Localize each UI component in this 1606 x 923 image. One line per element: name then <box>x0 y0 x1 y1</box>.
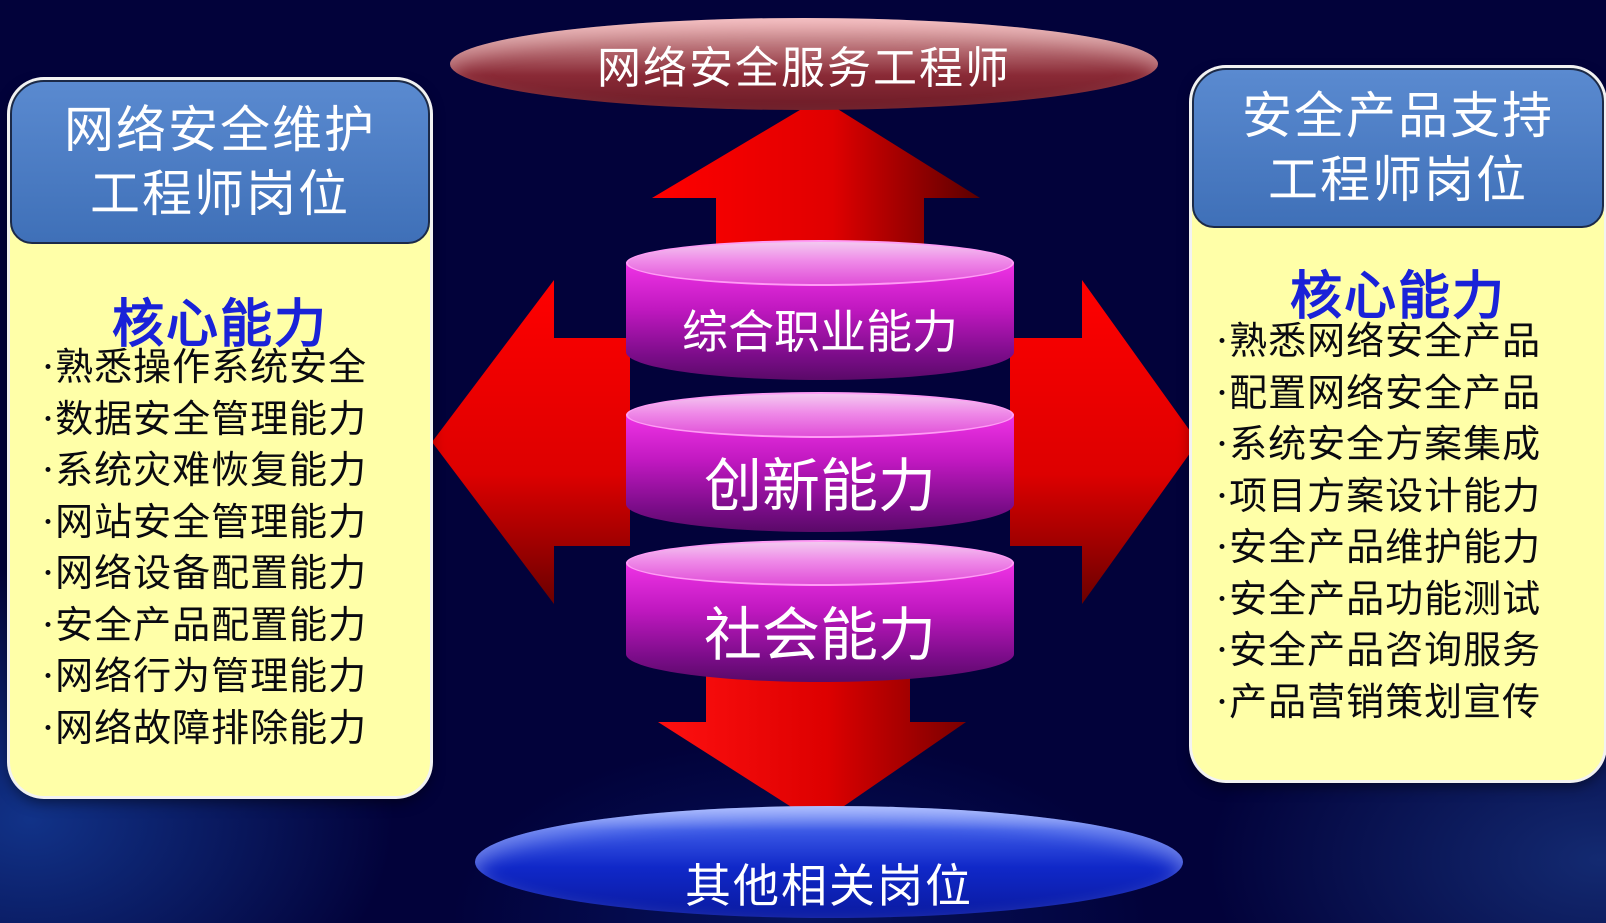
cylinder-label: 综合职业能力 <box>682 305 958 359</box>
list-item: ·网络故障排除能力 <box>42 705 368 750</box>
list-item: ·网络行为管理能力 <box>42 654 368 698</box>
cylinder-label: 创新能力 <box>703 452 936 520</box>
list-item: ·网络设备配置能力 <box>42 551 368 595</box>
cylinder-comprehensive: 综合职业能力 <box>626 240 1014 380</box>
bottom-node-disc: 其他相关岗位 <box>475 806 1183 918</box>
list-item: ·配置网络安全产品 <box>1216 370 1542 415</box>
list-item: ·熟悉网络安全产品 <box>1216 319 1542 363</box>
left-capability-list: ·熟悉操作系统安全 ·数据安全管理能力 ·系统灾难恢复能力 ·网站安全管理能力 … <box>42 342 367 754</box>
cylinder-social: 社会能力 <box>626 540 1014 682</box>
cylinder-innovation: 创新能力 <box>626 392 1014 532</box>
cylinder-cap <box>626 540 1014 586</box>
bottom-node-label: 其他相关岗位 <box>685 859 973 913</box>
right-core-title: 核心能力 <box>1289 266 1506 327</box>
arrow-up <box>652 98 980 262</box>
arrow-right <box>1010 280 1198 604</box>
list-item: ·系统灾难恢复能力 <box>42 448 368 492</box>
arrow-left <box>432 280 630 604</box>
right-panel-title-line1: 安全产品支持 <box>1242 87 1554 145</box>
list-item: ·安全产品维护能力 <box>1216 525 1542 569</box>
arrow-down <box>658 676 966 824</box>
list-item: ·产品营销策划宣传 <box>1216 679 1542 724</box>
list-item: ·项目方案设计能力 <box>1216 473 1542 518</box>
top-node-disc: 网络安全服务工程师 <box>450 18 1158 110</box>
list-item: ·数据安全管理能力 <box>42 396 368 441</box>
left-panel-title-line1: 网络安全维护 <box>64 101 376 159</box>
list-item: ·系统安全方案集成 <box>1216 422 1542 466</box>
right-role-panel: 安全产品支持 工程师岗位 核心能力 ·熟悉网络安全产品 ·配置网络安全产品 ·系… <box>1192 68 1604 780</box>
cylinder-cap <box>626 240 1014 286</box>
left-panel-header: 网络安全维护 工程师岗位 <box>10 80 430 244</box>
list-item: ·网站安全管理能力 <box>42 499 368 544</box>
list-item: ·熟悉操作系统安全 <box>42 345 368 389</box>
right-panel-header: 安全产品支持 工程师岗位 <box>1192 68 1604 228</box>
right-panel-title-line2: 工程师岗位 <box>1268 151 1528 209</box>
list-item: ·安全产品功能测试 <box>1216 576 1542 621</box>
top-node-label: 网络安全服务工程师 <box>597 43 1011 94</box>
left-panel-title-line2: 工程师岗位 <box>90 165 350 223</box>
cylinder-label: 社会能力 <box>703 601 936 669</box>
list-item: ·安全产品配置能力 <box>42 602 368 647</box>
right-capability-list: ·熟悉网络安全产品 ·配置网络安全产品 ·系统安全方案集成 ·项目方案设计能力 … <box>1216 316 1541 728</box>
left-role-panel: 网络安全维护 工程师岗位 核心能力 ·熟悉操作系统安全 ·数据安全管理能力 ·系… <box>10 80 430 796</box>
list-item: ·安全产品咨询服务 <box>1216 628 1542 672</box>
left-core-title: 核心能力 <box>111 294 328 355</box>
cylinder-cap <box>626 392 1014 438</box>
